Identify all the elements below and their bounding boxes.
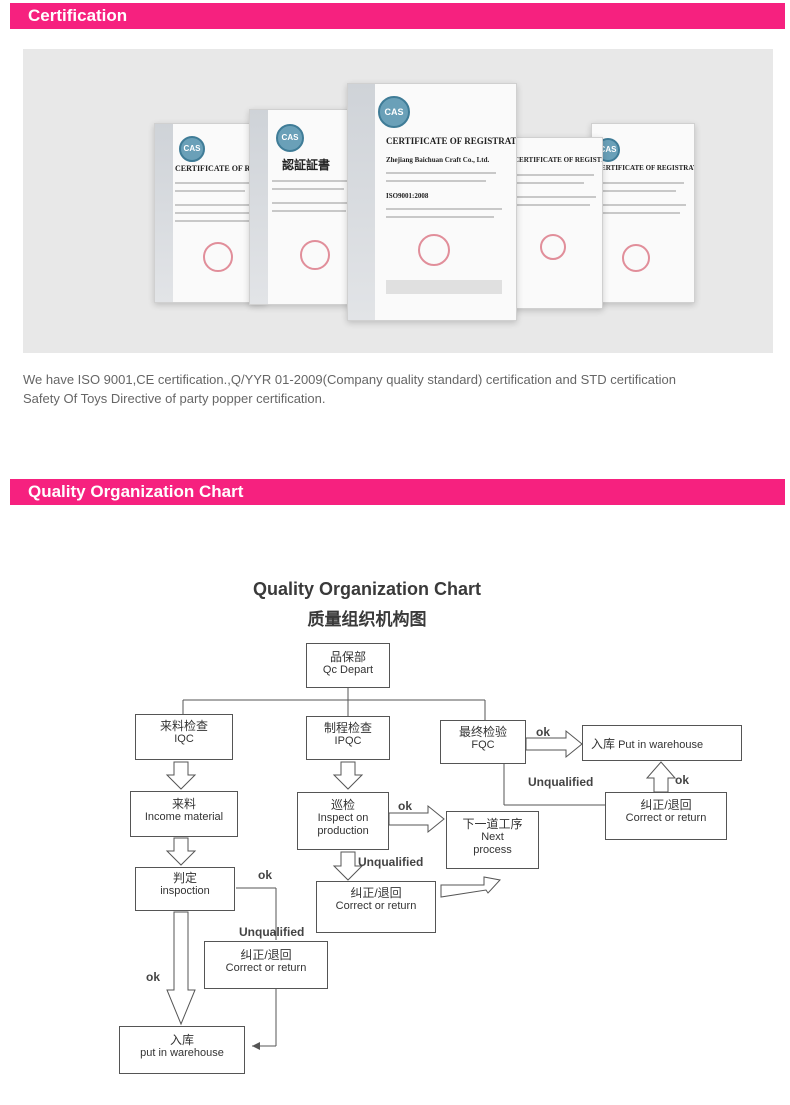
fqc-box: 最终检验 FQC — [440, 720, 526, 764]
box-label-cn: 入库 — [169, 1033, 194, 1047]
box-label-en: Qc Depart — [322, 664, 374, 676]
box-label-en: FQC — [471, 739, 495, 751]
box-label-cn: 最终检验 — [458, 725, 507, 739]
edge-label-ok: ok — [146, 970, 161, 984]
certification-banner: Certification — [10, 3, 785, 29]
quality-banner: Quality Organization Chart — [10, 479, 785, 505]
box-label-cn: 来料检查 — [159, 719, 208, 733]
box-label-cn: 纠正/退回 — [640, 798, 692, 812]
certificate-company: Zhejiang Baichuan Craft Co., Ltd. — [386, 156, 490, 164]
chart-title-cn: 质量组织机构图 — [307, 610, 427, 629]
certificate-standard: ISO9001:2008 — [386, 192, 429, 200]
box-label-en: IQC — [174, 733, 194, 745]
box-label-cn: 入库 — [591, 737, 616, 751]
box-label-en: IPQC — [334, 735, 362, 747]
box-label-cn: 来料 — [171, 797, 196, 811]
certificate-card: CAS CERTIFICATE OF REGISTRATION — [591, 123, 695, 303]
income-material-box: 来料 Income material — [130, 791, 238, 837]
qc-depart-box: 品保部 Qc Depart — [306, 643, 390, 688]
judge-box: 判定 inspoction — [135, 867, 235, 911]
ipqc-box: 制程检查 IPQC — [306, 716, 390, 760]
cas-seal-icon: CAS — [276, 124, 304, 152]
box-label-cn: 纠正/退回 — [240, 948, 292, 962]
warehouse-bottom-box: 入库 put in warehouse — [119, 1026, 245, 1074]
certificate-title: 認証証書 — [282, 158, 331, 172]
correct-return-box-fqc: 纠正/退回 Correct or return — [605, 792, 727, 840]
certificate-title: CERTIFICATE OF REGISTRATION — [596, 164, 694, 172]
description-line: We have ISO 9001,CE certification.,Q/YYR… — [23, 372, 676, 387]
correct-return-box-ipqc: 纠正/退回 Correct or return — [316, 881, 436, 933]
certificate-card: CAS 認証証書 — [249, 109, 363, 305]
certificate-card: CERTIFICATE OF REGISTRATION — [507, 137, 603, 309]
certification-description: We have ISO 9001,CE certification.,Q/YYR… — [23, 370, 773, 408]
box-label-cn: 下一道工序 — [462, 817, 523, 831]
edge-label-ok: ok — [675, 773, 690, 787]
edge-label-ok: ok — [398, 799, 413, 813]
correct-return-box-iqc: 纠正/退回 Correct or return — [204, 941, 328, 989]
next-process-box: 下一道工序 Next process — [446, 811, 539, 869]
edge-label-unqualified: Unqualified — [528, 775, 594, 789]
certificate-title: CERTIFICATE OF REGIST — [175, 164, 266, 173]
iqc-box: 来料检查 IQC — [135, 714, 233, 760]
edge-label-unqualified: Unqualified — [239, 925, 305, 939]
certificate-title: CERTIFICATE OF REGISTRATION — [514, 156, 602, 164]
box-label-en: Inspect on — [317, 812, 369, 824]
edge-label-ok: ok — [536, 725, 551, 739]
box-label-en: put in warehouse — [140, 1047, 224, 1059]
certificates-image: CAS CERTIFICATE OF REGIST CAS 認証証書 CAS C… — [23, 49, 773, 353]
inspect-box: 巡检 Inspect on production — [297, 792, 389, 850]
box-label-en: Correct or return — [625, 812, 707, 824]
box-label-cn: 判定 — [172, 871, 197, 885]
warehouse-top-box: 入库 Put in warehouse — [582, 725, 742, 761]
box-label-en: process — [473, 844, 512, 856]
edge-label-ok: ok — [258, 868, 273, 882]
certification-heading: Certification — [28, 6, 128, 25]
box-label-en: Next — [481, 831, 504, 843]
box-label-cn: 品保部 — [329, 650, 366, 664]
box-label-en: Correct or return — [225, 962, 307, 974]
cas-seal-icon: CAS — [378, 96, 410, 128]
box-label-cn: 制程检查 — [323, 721, 372, 735]
box-label-en: Correct or return — [335, 900, 417, 912]
quality-heading: Quality Organization Chart — [28, 482, 244, 501]
box-label-cn: 巡检 — [330, 798, 355, 812]
box-label-cn: 纠正/退回 — [350, 886, 402, 900]
cas-seal-icon: CAS — [179, 136, 205, 162]
box-label-en: production — [317, 825, 369, 837]
certificate-title: CERTIFICATE OF REGISTRATION — [386, 136, 517, 146]
certificate-card-main: CAS CERTIFICATE OF REGISTRATION Zhejiang… — [347, 83, 517, 321]
box-label-en: Put in warehouse — [618, 739, 704, 751]
box-label-en: inspoction — [160, 885, 210, 897]
box-label-en: Income material — [144, 811, 224, 823]
edge-label-unqualified: Unqualified — [358, 855, 424, 869]
description-line: Safety Of Toys Directive of party popper… — [23, 391, 326, 406]
chart-title-en: Quality Organization Chart — [252, 579, 482, 599]
